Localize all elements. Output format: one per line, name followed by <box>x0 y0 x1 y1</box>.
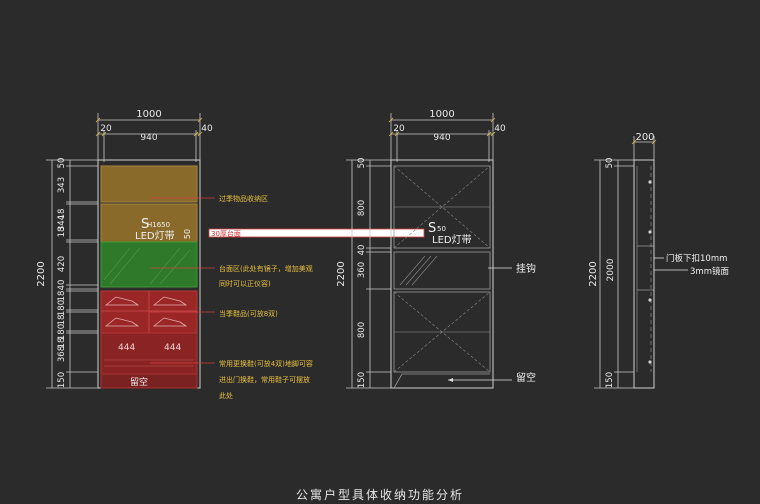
counter-top-label: 30厚台面 <box>211 229 241 238</box>
left-leave-empty: 留空 <box>130 376 148 388</box>
mid-leave-empty: 留空 <box>516 371 536 384</box>
mid-dim-150: 150 <box>357 372 367 388</box>
left-dim-18a: 18 <box>57 209 67 220</box>
mid-mirror-niche <box>393 251 491 290</box>
left-elevation: 1000 20 940 40 2200 50 343 <box>36 109 425 400</box>
annotation-counter-2: 同时可以正仪容) <box>219 279 271 288</box>
left-top-left: 20 <box>100 124 112 134</box>
left-dim-50: 50 <box>57 158 67 169</box>
mid-height-total: 2200 <box>336 261 347 286</box>
left-dim-150: 150 <box>57 372 67 388</box>
mid-dim-360: 360 <box>357 262 367 278</box>
mirror-note: 3mm镜面 <box>690 266 729 277</box>
annotation-counter-1: 台面区(此处有镜子，增加美观 <box>219 264 313 273</box>
middle-elevation: 1000 20 940 40 2200 50 800 40 360 800 15… <box>336 109 536 389</box>
drawing-caption: 公寓户型具体收纳功能分析 <box>295 488 464 502</box>
right-dim-50: 50 <box>605 158 615 169</box>
mid-section-h: 50 <box>437 225 446 233</box>
mid-top-right: 40 <box>494 124 506 134</box>
left-dim-180a: 180 <box>57 300 67 316</box>
hook-label: 挂钩 <box>516 262 536 275</box>
right-top-total: 200 <box>635 132 654 143</box>
right-side-outline <box>633 159 655 389</box>
left-inner-50: 50 <box>183 229 192 239</box>
mid-dim-50: 50 <box>357 158 367 169</box>
left-top-total: 1000 <box>136 109 161 120</box>
counter-zone <box>100 241 198 288</box>
annotation-seasonal: 过季物品收纳区 <box>219 194 268 203</box>
left-dim-344: 344 <box>57 215 67 231</box>
mid-led-label: LED灯带 <box>432 234 472 246</box>
right-elevation: 200 2200 2000 50 150 门板下扣10mm 3mm镜面 <box>588 132 729 389</box>
right-dim-150: 150 <box>605 372 615 388</box>
left-top-right: 40 <box>201 124 213 134</box>
seasonal-storage-zone <box>100 165 198 203</box>
left-dim-180b: 180 <box>57 324 67 340</box>
left-dim-18c: 18 <box>57 291 67 302</box>
left-section-h: H1650 <box>147 221 170 229</box>
left-dim-18d: 18 <box>57 315 67 326</box>
annotation-daily-1: 常用更换鞋(可放4双)地脚可容 <box>219 359 313 368</box>
left-led-label: LED灯带 <box>135 230 175 242</box>
mid-top-left: 20 <box>393 124 405 134</box>
right-height-total: 2200 <box>588 261 599 286</box>
left-section-s: S <box>141 217 149 232</box>
mid-section-s: S <box>428 221 436 236</box>
daily-shoes-zone <box>100 332 198 375</box>
left-dim-343: 343 <box>57 177 67 193</box>
shoe-444-left: 444 <box>118 343 135 353</box>
left-top-mid: 940 <box>140 133 157 143</box>
shoe-444-right: 444 <box>164 343 181 353</box>
mid-cabinet-outline <box>390 159 494 389</box>
mid-dim-40: 40 <box>357 245 367 256</box>
left-dim-368: 368 <box>57 346 67 362</box>
door-note: 门板下扣10mm <box>666 253 727 264</box>
leave-empty-zone <box>100 373 198 389</box>
left-dim-40: 40 <box>57 280 67 291</box>
counter-top-bar <box>208 228 425 238</box>
mid-top-total: 1000 <box>429 109 454 120</box>
right-height-inner: 2000 <box>606 258 616 281</box>
annotation-current-shoes: 当季鞋品(可放8双) <box>219 309 278 318</box>
mid-dim-800a: 800 <box>357 200 367 216</box>
annotation-daily-3: 此处 <box>219 391 233 400</box>
mid-dim-800b: 800 <box>357 322 367 338</box>
left-dim-18e: 18 <box>57 338 67 349</box>
left-height-total: 2200 <box>36 261 47 286</box>
left-dim-18b: 18 <box>57 227 67 238</box>
left-dim-420: 420 <box>57 256 67 272</box>
mid-top-mid: 940 <box>433 133 450 143</box>
annotation-daily-2: 进出门换鞋，常用鞋子可摆放 <box>219 375 310 384</box>
